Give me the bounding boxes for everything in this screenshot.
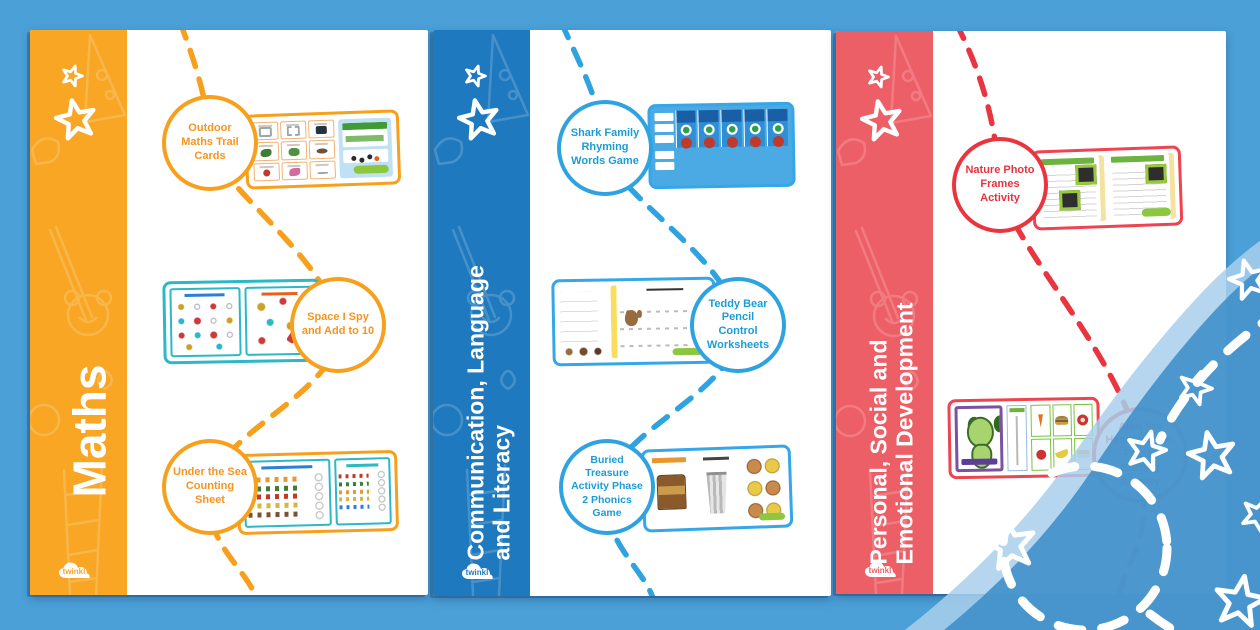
resource-preview-alan-healthy-alien bbox=[947, 396, 1101, 480]
resource-label: Shark Family Rhyming Words Game bbox=[570, 127, 640, 167]
resource-label: Buried Treasure Activity Phase 2 Phonics… bbox=[571, 454, 643, 519]
alien-title-bar bbox=[961, 458, 998, 465]
twinkl-logo: twinkl bbox=[59, 562, 90, 578]
doodle-pattern bbox=[30, 33, 127, 595]
resource-preview-buried-treasure-phonics bbox=[640, 444, 794, 533]
dashed-trail bbox=[956, 31, 1147, 594]
trail-cards-grid bbox=[252, 119, 336, 182]
poster-personal-social-emotional: Nature Photo Frames Activity Alan the He… bbox=[836, 31, 1226, 594]
resource-label-badge: Buried Treasure Activity Phase 2 Phonics… bbox=[559, 439, 655, 535]
resource-label: Under the Sea Counting Sheet bbox=[173, 466, 247, 506]
twinkl-logo: twinkl bbox=[865, 561, 896, 577]
resource-preview-nature-photo-frames bbox=[1030, 145, 1184, 231]
star-icon bbox=[456, 64, 499, 141]
svg-text:twinkl: twinkl bbox=[63, 567, 86, 576]
alien-card bbox=[954, 405, 1004, 473]
save-pill bbox=[759, 512, 786, 521]
worksheet-page bbox=[334, 457, 392, 526]
poster-communication-language-literacy: Shark Family Rhyming Words Game Teddy Be… bbox=[433, 30, 831, 596]
save-pill bbox=[353, 164, 389, 174]
instruction-page bbox=[1037, 155, 1107, 224]
resource-label-badge: Under the Sea Counting Sheet bbox=[162, 439, 258, 535]
resource-label-badge: Alan the Healthy Alien Foods Sorting Act… bbox=[1092, 407, 1188, 503]
resource-label: Outdoor Maths Trail Cards bbox=[181, 122, 239, 162]
worksheet-page bbox=[169, 287, 242, 358]
worksheet-page bbox=[558, 285, 608, 360]
resource-label-badge: Space I Spy and Add to 10 bbox=[290, 277, 386, 373]
resource-label: Nature Photo Frames Activity bbox=[965, 164, 1035, 204]
resource-preview-under-the-sea-counting bbox=[235, 449, 400, 536]
resource-label: Space I Spy and Add to 10 bbox=[301, 311, 375, 337]
save-pill bbox=[1141, 207, 1171, 217]
resource-label-badge: Shark Family Rhyming Words Game bbox=[557, 100, 653, 196]
svg-text:twinkl: twinkl bbox=[869, 566, 892, 575]
svg-text:twinkl: twinkl bbox=[466, 568, 489, 577]
resource-preview-outdoor-maths-trail-cards bbox=[243, 109, 402, 190]
sorting-strip bbox=[1006, 404, 1028, 472]
trail-cards-cover bbox=[337, 117, 393, 179]
rubbish-bin-card bbox=[694, 453, 740, 524]
coins-card bbox=[741, 451, 787, 523]
category-sidebar: Maths twinkl bbox=[30, 30, 127, 595]
resource-label: Alan the Healthy Alien Foods Sorting Act… bbox=[1105, 420, 1175, 488]
resource-preview-shark-rhyming-game bbox=[647, 101, 796, 190]
resource-label: Teddy Bear Pencil Control Worksheets bbox=[706, 297, 770, 351]
food-cards-grid bbox=[1030, 403, 1094, 471]
star-icon bbox=[53, 64, 96, 141]
resource-label-badge: Nature Photo Frames Activity bbox=[952, 137, 1048, 233]
shark-game-panels bbox=[654, 108, 788, 148]
instruction-page bbox=[1107, 152, 1177, 221]
poster-maths: Outdoor Maths Trail Cards Space I Spy an… bbox=[30, 30, 428, 595]
star-icon bbox=[859, 65, 902, 142]
twinkl-logo: twinkl bbox=[462, 563, 493, 579]
doodle-pattern bbox=[433, 33, 530, 596]
resource-label-badge: Teddy Bear Pencil Control Worksheets bbox=[690, 277, 786, 373]
shark-game-pages bbox=[655, 149, 789, 182]
resource-label-badge: Outdoor Maths Trail Cards bbox=[162, 95, 258, 191]
category-sidebar: Communication, Language and Literacy twi… bbox=[433, 30, 530, 596]
